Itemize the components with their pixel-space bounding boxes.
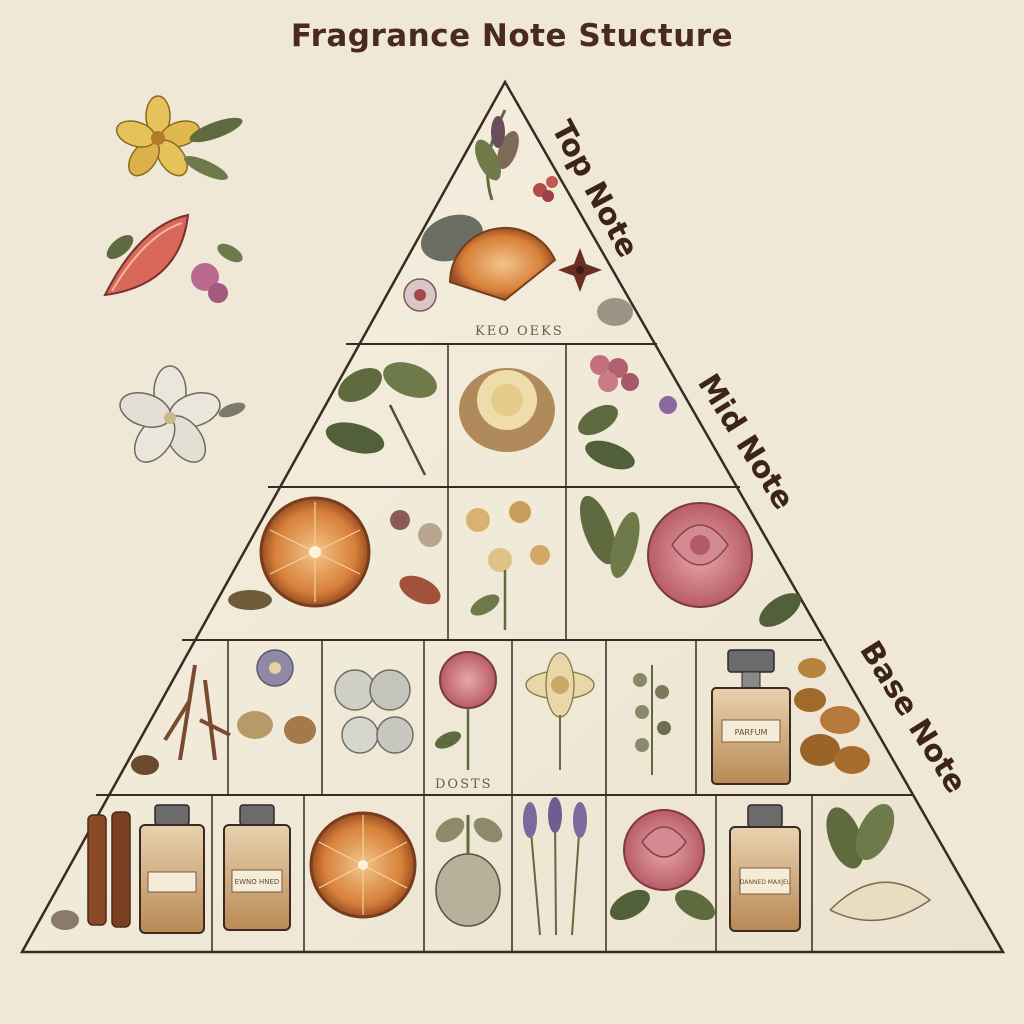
perfume-bottle-icon: DANNED MAXJEL: [729, 804, 801, 932]
perfume-bottle-icon: [139, 804, 205, 934]
top-tier-illustrations: KEO OEKS: [403, 109, 633, 339]
fruit-slice-icon: [103, 213, 243, 303]
white-flower-icon: [119, 365, 246, 463]
diagram-title: Fragrance Note Stucture: [290, 18, 734, 54]
mid-tier-row-1: [325, 355, 677, 476]
perfume-bottle-icon: EWNO HNED: [223, 804, 291, 931]
base-tier-row-2: EWNO HNED: [51, 797, 932, 936]
top-tier-caption: KEO OEKS: [475, 324, 564, 339]
perfume-bottle-icon: PARFUM: [711, 649, 791, 785]
yellow-flower-icon: [115, 95, 243, 180]
lavender-icon: [523, 797, 587, 936]
base-tier-caption: DOSTS: [435, 777, 493, 792]
bottle-a-label: PARFUM: [735, 728, 768, 737]
bottle-c-label: DANNED MAXJEL: [740, 879, 791, 886]
base-tier-row-1: DOSTS PARFUM: [131, 649, 870, 792]
bottle-b-label: EWNO HNED: [235, 878, 280, 886]
mid-tier-row-2: [228, 495, 801, 630]
